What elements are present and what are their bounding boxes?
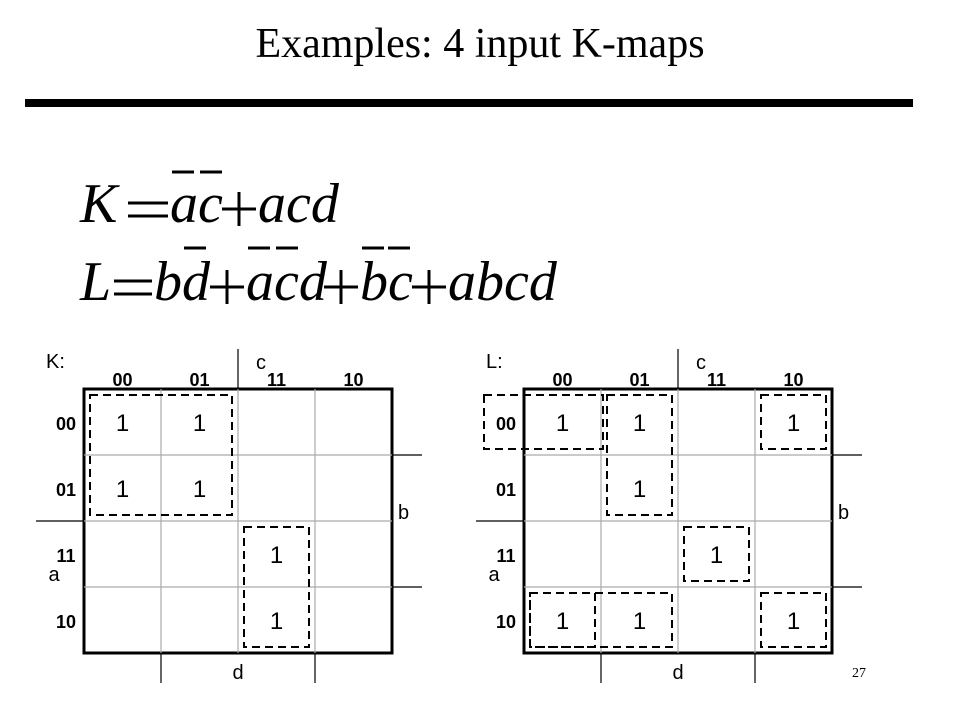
kmap-cell-value: 1 [270, 608, 283, 635]
kmap-cell-value: 1 [556, 608, 569, 635]
kmap-cell-value: 1 [633, 410, 646, 437]
kmap-cell-value: 1 [710, 542, 723, 569]
kmap-group [243, 526, 310, 648]
col-header: 00 [552, 370, 572, 390]
var-b-label: b [838, 502, 849, 524]
equation-l: L bd acd bc abcd [79, 246, 558, 313]
kmap-group [89, 394, 233, 516]
var-a-label: a [488, 564, 500, 586]
kmap-group [760, 394, 827, 450]
var-c-label: c [696, 352, 706, 374]
plus-sign [222, 192, 256, 226]
kmap-cell-value: 1 [556, 410, 569, 437]
col-header: 11 [707, 370, 726, 390]
col-header: 00 [112, 370, 132, 390]
equals-sign [128, 201, 168, 218]
kmap-cell-value: 1 [193, 476, 206, 503]
kmap-cell-value: 1 [270, 542, 283, 569]
col-header: 10 [783, 370, 803, 390]
col-header: 11 [267, 370, 286, 390]
var-a-label: a [48, 564, 60, 586]
row-header: 10 [496, 612, 516, 632]
col-header: 10 [343, 370, 363, 390]
kmap-cell-value: 1 [633, 608, 646, 635]
row-header: 11 [56, 546, 75, 566]
kmap-cell-value: 1 [116, 476, 129, 503]
kmap-cell-value: 1 [633, 476, 646, 503]
title-rule [25, 99, 913, 107]
kmap-group [483, 394, 604, 450]
kmap-group [760, 592, 827, 648]
var-d-label: d [672, 662, 683, 684]
equation-k-lhs: K [79, 173, 120, 235]
row-header: 11 [496, 546, 515, 566]
equation-k: K ac acd [79, 170, 340, 235]
equals-sign [114, 279, 152, 296]
row-header: 01 [496, 480, 516, 500]
plus-sign [210, 270, 244, 304]
kmap-cell-value: 1 [787, 608, 800, 635]
equation-k-term-2: acd [258, 173, 340, 235]
equation-l-term-3: bc [360, 251, 413, 313]
equation-l-term-4: abcd [448, 251, 558, 313]
slide-title: Examples: 4 input K-maps [255, 21, 705, 67]
kmap-cell-value: 1 [116, 410, 129, 437]
kmap-label: K: [46, 351, 65, 373]
kmap-cell-value: 1 [787, 410, 800, 437]
row-header: 00 [56, 414, 76, 434]
var-d-label: d [232, 662, 243, 684]
page-number: 27 [852, 666, 866, 681]
row-header: 10 [56, 612, 76, 632]
row-header: 00 [496, 414, 516, 434]
plus-sign [412, 270, 446, 304]
equation-l-term-2: acd [246, 251, 328, 313]
col-header: 01 [189, 370, 209, 390]
plus-sign [324, 270, 358, 304]
equations: K ac acd L bd acd [79, 170, 558, 313]
var-b-label: b [398, 502, 409, 524]
equation-k-term-1: ac [170, 173, 223, 235]
equation-l-term-1: bd [154, 251, 211, 313]
row-header: 01 [56, 480, 76, 500]
kmap-group [529, 592, 673, 648]
kmap-cell-value: 1 [193, 410, 206, 437]
kmap-group [606, 394, 673, 516]
col-header: 01 [629, 370, 649, 390]
var-c-label: c [256, 352, 266, 374]
kmap-label: L: [486, 351, 503, 373]
equation-l-lhs: L [79, 251, 111, 313]
kmap-group [683, 526, 750, 582]
